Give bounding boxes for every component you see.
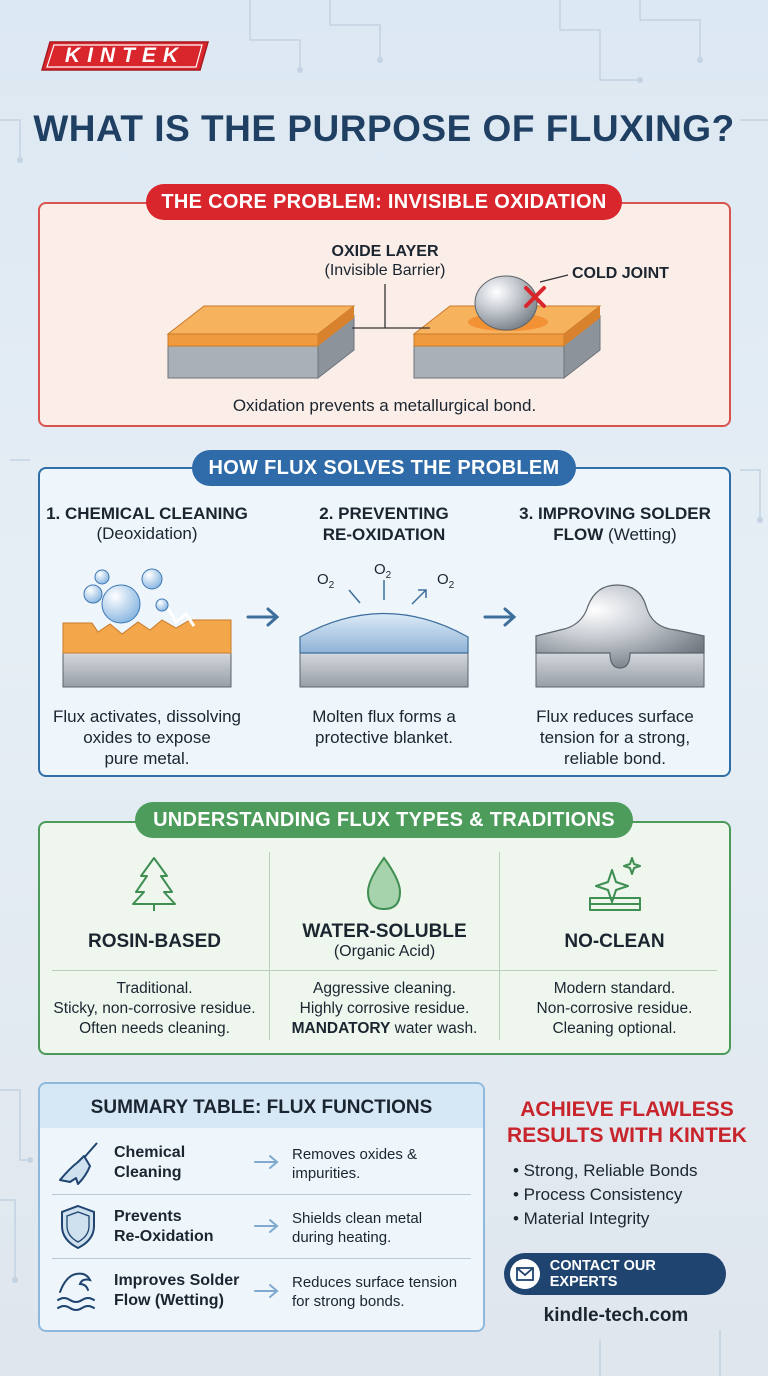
shield-icon	[61, 1204, 95, 1250]
summary-header-bg	[40, 1084, 483, 1128]
cold-joint-label: COLD JOINT	[572, 265, 669, 282]
summary-icons	[57, 1142, 279, 1311]
step2-title-line2: RE-OXIDATION	[322, 525, 446, 544]
red-x-icon	[524, 286, 546, 308]
arrow-icon	[254, 1155, 279, 1298]
type-rosin-desc1: Traditional.	[116, 980, 193, 997]
step3-title-line2: FLOW (Wetting)	[506, 524, 724, 545]
summary-res-2-line2: during heating.	[292, 1229, 392, 1246]
step1-desc-line1: Flux activates, dissolving	[52, 707, 242, 726]
summary-fn-1-line2: Cleaning	[114, 1164, 182, 1181]
step1-illustration	[62, 568, 232, 688]
o2-o: O	[317, 571, 329, 588]
type-water-desc3: MANDATORY water wash.	[270, 1019, 499, 1039]
o2-sub: 2	[385, 570, 392, 581]
flux-types-heading: UNDERSTANDING FLUX TYPES & TRADITIONS	[135, 802, 633, 838]
types-divider	[269, 852, 270, 1040]
summary-fn-2-line1: Prevents	[114, 1208, 182, 1225]
contact-experts-button[interactable]: CONTACT OUR EXPERTS	[504, 1253, 726, 1295]
website-link[interactable]: kindle-tech.com	[543, 1305, 689, 1326]
step3-illustration	[535, 584, 705, 688]
summary-row-divider	[52, 1258, 471, 1259]
step1-desc-line2: oxides to expose	[83, 728, 211, 747]
contact-experts-label: CONTACT OUR EXPERTS	[549, 1258, 656, 1290]
step3-flow: FLOW	[553, 525, 604, 544]
sparkle-surface-icon	[589, 857, 641, 911]
oxide-layer-sub: (Invisible Barrier)	[324, 262, 446, 279]
type-water-desc1: Aggressive cleaning.	[312, 980, 457, 997]
type-noclean-desc3: Cleaning optional.	[552, 1020, 677, 1037]
flux-type-icons	[132, 856, 641, 911]
summary-row-divider	[52, 1194, 471, 1195]
step2-illustration	[299, 580, 469, 688]
summary-fn-3-line2: Flow (Wetting)	[114, 1292, 224, 1309]
cta-title-line1: ACHIEVE FLAWLESS	[520, 1098, 734, 1121]
type-rosin-desc2: Sticky, non-corrosive residue.	[53, 1000, 256, 1017]
envelope-icon	[510, 1259, 540, 1289]
oxidation-illustration	[166, 274, 602, 380]
core-problem-heading: THE CORE PROBLEM: INVISIBLE OXIDATION	[146, 184, 622, 220]
o2-sub: 2	[448, 580, 455, 591]
type-rosin-desc3: Often needs cleaning.	[79, 1020, 230, 1037]
step1-title: 1. CHEMICAL CLEANING	[46, 504, 248, 523]
summary-fn-2-line2: Re-Oxidation	[114, 1228, 214, 1245]
type-water-desc2: Highly corrosive residue.	[299, 1000, 470, 1017]
page-title: WHAT IS THE PURPOSE OF FLUXING?	[33, 108, 735, 149]
oxide-layer-label: OXIDE LAYER	[331, 243, 439, 260]
left-metal-block	[166, 305, 356, 380]
step2-desc-line1: Molten flux forms a	[312, 707, 456, 726]
solder-ball	[474, 275, 538, 331]
step1-desc-line3: pure metal.	[104, 749, 190, 768]
step3-desc-line2: tension for a strong,	[539, 728, 691, 747]
type-noclean-title: NO-CLEAN	[564, 931, 665, 952]
summary-res-2-line1: Shields clean metal	[292, 1210, 423, 1227]
o2-label-2: O2	[374, 561, 391, 581]
type-rosin-title: ROSIN-BASED	[87, 931, 221, 952]
solution-heading: HOW FLUX SOLVES THE PROBLEM	[192, 450, 576, 486]
flux-steps-illustration	[62, 568, 705, 688]
summary-res-1-line1: Removes oxides &	[292, 1146, 418, 1163]
cta-bullet-3: • Material Integrity	[513, 1209, 650, 1228]
brush-icon	[59, 1142, 98, 1185]
type-noclean-desc1: Modern standard.	[553, 980, 676, 997]
o2-label-1: O2	[317, 571, 334, 591]
step3-title-line1: 3. IMPROVING SOLDER	[519, 504, 711, 523]
arrow-icon	[483, 607, 517, 627]
step2-title-line1: 2. PREVENTING	[319, 504, 449, 523]
pine-tree-icon	[132, 857, 176, 911]
step3-wetting: (Wetting)	[603, 525, 677, 544]
o2-o: O	[374, 561, 386, 578]
core-problem-caption: Oxidation prevents a metallurgical bond.	[232, 396, 537, 415]
o2-o: O	[437, 571, 449, 588]
cta-title-line2: RESULTS WITH KINTEK	[507, 1124, 747, 1147]
logo-badge-shape	[41, 41, 209, 71]
summary-fn-1-line1: Chemical	[114, 1144, 186, 1161]
kintek-logo[interactable]: KINTEK	[41, 40, 209, 72]
cta-bullet-2: • Process Consistency	[513, 1185, 683, 1204]
summary-fn-3-line1: Improves Solder	[114, 1272, 240, 1289]
o2-sub: 2	[328, 580, 335, 591]
step1-subtitle: (Deoxidation)	[96, 524, 198, 543]
summary-res-1-line2: impurities.	[292, 1165, 361, 1182]
types-hrule	[52, 970, 717, 971]
types-divider	[499, 852, 500, 1040]
type-water-subtitle: (Organic Acid)	[333, 943, 436, 960]
summary-res-3-line2: for strong bonds.	[292, 1293, 405, 1310]
type-water-title: WATER-SOLUBLE	[302, 921, 467, 942]
step3-desc-line3: reliable bond.	[563, 749, 667, 768]
logo-text: KINTEK	[64, 44, 186, 67]
arrow-icon	[246, 607, 280, 627]
wave-icon	[57, 1272, 95, 1311]
summary-res-3-line1: Reduces surface tension	[292, 1274, 458, 1291]
cta-bullet-1: • Strong, Reliable Bonds	[513, 1161, 698, 1180]
type-noclean-desc2: Non-corrosive residue.	[536, 1000, 693, 1017]
mandatory-text: MANDATORY	[291, 1020, 391, 1037]
o2-label-3: O2	[437, 571, 454, 591]
summary-title: SUMMARY TABLE: FLUX FUNCTIONS	[90, 1097, 433, 1118]
step3-desc-line1: Flux reduces surface	[536, 707, 694, 726]
water-wash-text: water wash.	[390, 1020, 478, 1037]
step2-desc-line2: protective blanket.	[315, 728, 453, 747]
water-drop-icon	[366, 856, 402, 911]
